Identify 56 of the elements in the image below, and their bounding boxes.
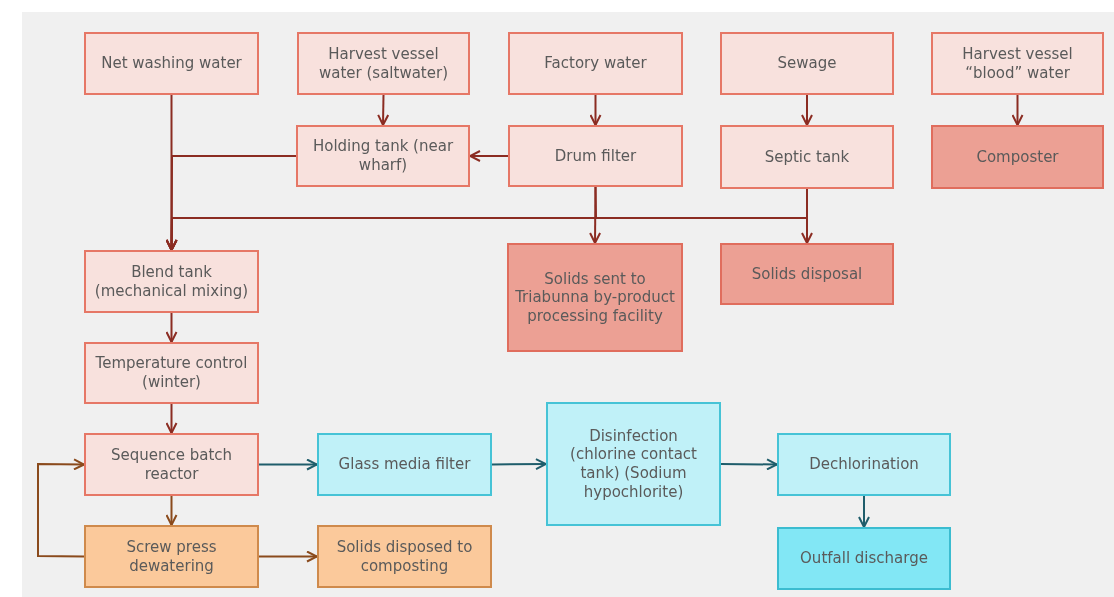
arrow	[1011, 94, 1024, 126]
process-box	[296, 125, 470, 187]
process-box	[777, 433, 951, 496]
process-box	[931, 125, 1104, 189]
box-label: Temperature control (winter)	[94, 354, 249, 392]
box-label: Disinfection (chlorine contact tank) (Sodium hypochlorite)	[569, 426, 698, 502]
arrow	[491, 458, 547, 471]
arrow	[469, 150, 509, 162]
arrow	[858, 495, 870, 528]
process-box	[508, 32, 683, 95]
process-box	[777, 527, 951, 590]
process-box	[546, 402, 721, 526]
process-box	[720, 243, 894, 305]
box-label: Net washing water	[101, 54, 242, 73]
box-label: Harvest vessel water (saltwater)	[318, 44, 449, 83]
box-label: Blend tank (mechanical mixing)	[93, 262, 250, 301]
arrow	[801, 188, 813, 244]
box-label: Sequence batch reactor	[109, 445, 234, 484]
box-label: Holding tank (near wharf)	[311, 137, 455, 175]
box-label: Drum filter	[554, 146, 637, 166]
arrow	[165, 312, 178, 343]
process-box	[84, 250, 259, 313]
process-box	[317, 433, 492, 496]
process-box	[931, 32, 1104, 95]
box-label: Septic tank	[764, 147, 850, 167]
box-label: Harvest vessel “blood” water	[961, 44, 1074, 83]
process-box	[84, 342, 259, 404]
box-label: Outfall discharge	[800, 549, 928, 568]
box-label: Factory water	[544, 54, 647, 73]
process-box	[720, 125, 894, 189]
process-box	[508, 125, 683, 187]
arrow	[37, 458, 85, 558]
box-label: Solids sent to Triabunna by-product processing facility	[515, 269, 675, 326]
process-box	[317, 525, 492, 588]
arrow	[258, 458, 318, 471]
box-label: Glass media filter	[338, 455, 471, 474]
process-box	[84, 525, 259, 588]
arrow	[589, 94, 602, 126]
box-label: Solids disposed to composting	[335, 537, 474, 576]
arrow	[165, 403, 178, 434]
box-label: Composter	[976, 147, 1059, 167]
process-box	[720, 32, 894, 95]
process-box	[507, 243, 683, 352]
arrow	[377, 94, 390, 126]
box-label: Solids disposal	[751, 264, 863, 284]
arrow	[589, 186, 602, 244]
box-label: Sewage	[777, 54, 837, 73]
arrow	[165, 495, 178, 526]
box-label: Dechlorination	[809, 455, 919, 474]
arrow	[258, 550, 318, 563]
arrow	[720, 458, 778, 471]
arrow	[801, 94, 813, 126]
box-label: Screw press dewatering	[125, 537, 218, 576]
process-box	[84, 433, 259, 496]
process-box	[297, 32, 470, 95]
process-box	[84, 32, 259, 95]
